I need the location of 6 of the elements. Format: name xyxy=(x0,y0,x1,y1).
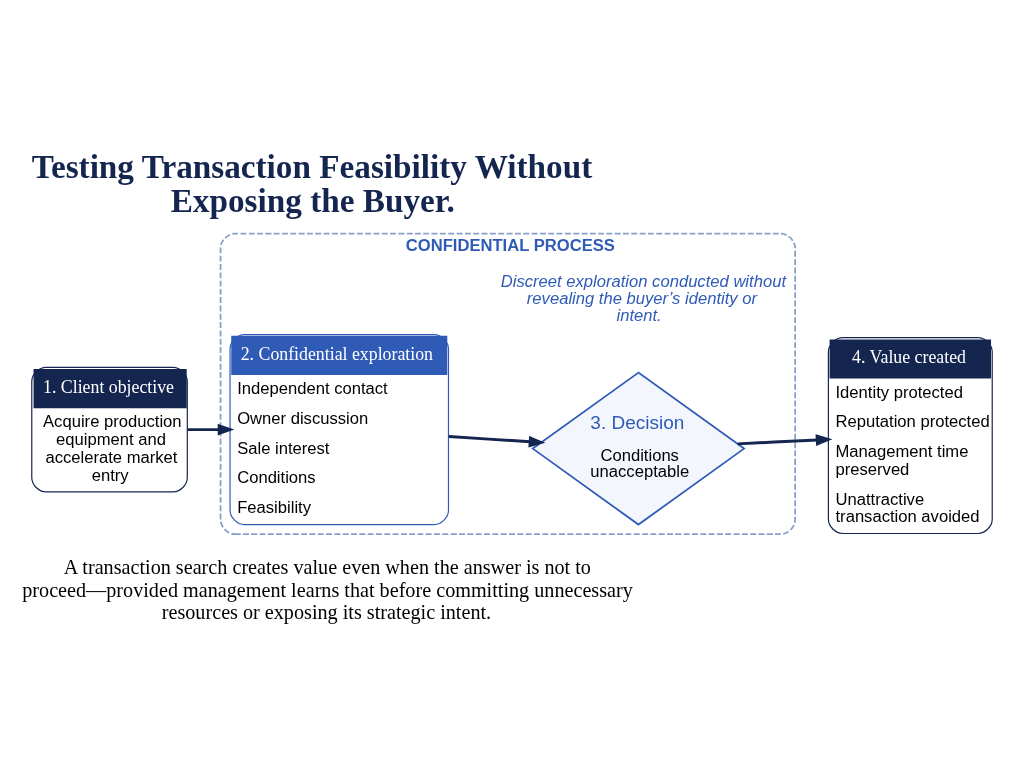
node-diamond: 3. Decision Conditions unacceptable xyxy=(531,371,746,526)
diagram-title: Testing Transaction Feasibility Without Exposing the Buyer. xyxy=(31,147,593,219)
caption: A transaction search creates value even when the answer is not to proceed—provided management learns that before committing unnecessary resources or exposing its strategic intent. xyxy=(22,555,633,623)
arrow xyxy=(448,434,546,447)
arrow xyxy=(187,423,235,435)
arrow xyxy=(737,433,833,446)
